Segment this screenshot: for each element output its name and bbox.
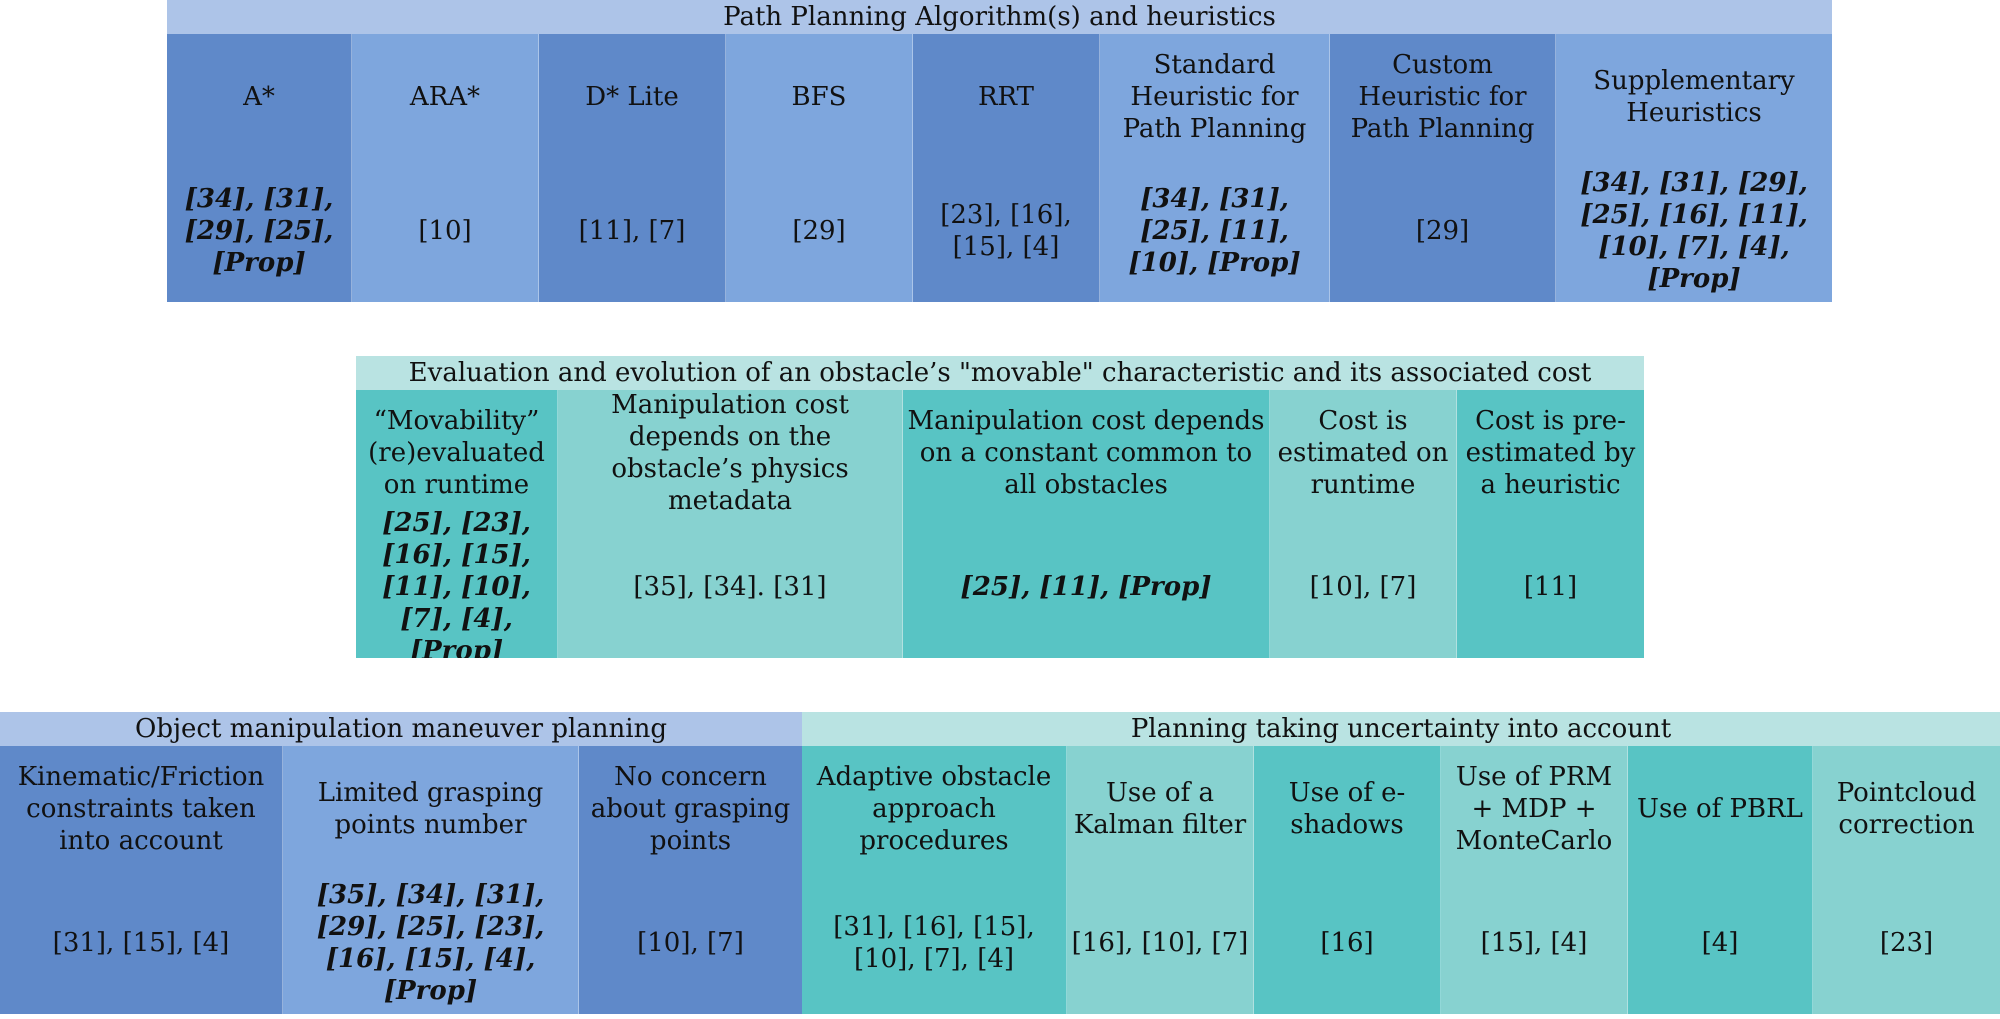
cell-title: D* Lite [585, 81, 679, 112]
table1-cell: RRT [23], [16], [15], [4] [913, 34, 1100, 302]
cell-refs: [10] [418, 215, 472, 246]
table3-cell: Limited grasping points number [35], [34… [283, 746, 579, 1014]
cell-title: Manipulation cost depends on the obstacl… [611, 390, 849, 516]
cell-title: BFS [791, 81, 847, 112]
cell-refs: [11] [1523, 571, 1578, 602]
cell-refs: [10], [7] [1309, 571, 1417, 602]
cell-refs: [15], [4] [1480, 927, 1588, 958]
manipulation-planning-header: Object manipulation maneuver planning [0, 712, 802, 746]
cell-refs: [23], [16], [15], [4] [940, 199, 1072, 262]
cell-refs: [31], [15], [4] [52, 927, 230, 958]
table1-cell: D* Lite [11], [7] [539, 34, 726, 302]
cell-refs: [34], [31], [29], [25], [16], [11], [10]… [1580, 167, 1808, 294]
table1-cell: ARA* [10] [352, 34, 539, 302]
cell-title: Pointcloud correction [1836, 777, 1977, 840]
cell-title: Standard Heuristic for Path Planning [1122, 49, 1307, 144]
cell-title: Adaptive obstacle approach procedures [816, 761, 1052, 856]
cell-refs: [34], [31], [29], [25], [Prop] [184, 183, 334, 278]
cell-refs: [23] [1879, 927, 1934, 958]
table4-cell: Use of PRM + MDP + MonteCarlo [15], [4] [1441, 746, 1628, 1014]
table3-cell: No concern about grasping points [10], [… [579, 746, 802, 1014]
table4-cell: Use of PBRL [4] [1628, 746, 1813, 1014]
table2-cell: Manipulation cost depends on a constant … [903, 390, 1270, 658]
uncertainty-planning-table: Planning taking uncertainty into account… [802, 712, 2000, 1014]
cell-title: Kinematic/Friction constraints taken int… [17, 761, 265, 856]
movable-cost-header: Evaluation and evolution of an obstacle’… [356, 356, 1644, 390]
cell-refs: [35], [34]. [31] [633, 571, 827, 602]
cell-refs: [4] [1701, 927, 1739, 958]
cell-refs: [25], [11], [Prop] [960, 571, 1212, 602]
table3-cell: Kinematic/Friction constraints taken int… [0, 746, 283, 1014]
cell-refs: [29] [1415, 215, 1470, 246]
cell-refs: [29] [792, 215, 846, 246]
cell-refs: [16] [1320, 927, 1374, 958]
cell-title: Cost is estimated on runtime [1277, 405, 1449, 500]
cell-title: A* [243, 81, 275, 112]
manipulation-planning-row: Kinematic/Friction constraints taken int… [0, 746, 802, 1014]
movable-cost-row: “Movability” (re)evaluated on runtime [2… [356, 390, 1644, 658]
cell-title: Use of e-shadows [1288, 777, 1406, 840]
table2-cell: Cost is estimated on runtime [10], [7] [1270, 390, 1457, 658]
cell-title: Supplementary Heuristics [1593, 65, 1795, 128]
manipulation-planning-table: Object manipulation maneuver planning Ki… [0, 712, 802, 1014]
table2-cell: Manipulation cost depends on the obstacl… [558, 390, 903, 658]
table1-cell: Custom Heuristic for Path Planning [29] [1330, 34, 1556, 302]
table4-cell: Use of e-shadows [16] [1254, 746, 1441, 1014]
cell-title: Manipulation cost depends on a constant … [907, 405, 1265, 500]
table1-cell: Supplementary Heuristics [34], [31], [29… [1556, 34, 1832, 302]
cell-refs: [16], [10], [7] [1071, 927, 1249, 958]
cell-title: Use of PRM + MDP + MonteCarlo [1455, 761, 1613, 856]
cell-refs: [25], [23], [16], [15], [11], [10], [7],… [382, 507, 531, 659]
uncertainty-planning-row: Adaptive obstacle approach procedures [3… [802, 746, 2000, 1014]
cell-title: RRT [977, 81, 1035, 112]
cell-title: Use of PBRL [1637, 793, 1803, 824]
cell-refs: [11], [7] [578, 215, 686, 246]
table4-cell: Pointcloud correction [23] [1813, 746, 2000, 1014]
cell-refs: [31], [16], [15], [10], [7], [4] [833, 911, 1035, 974]
cell-refs: [10], [7] [637, 927, 744, 958]
cell-title: Limited grasping points number [317, 777, 544, 840]
table2-cell: “Movability” (re)evaluated on runtime [2… [356, 390, 558, 658]
cell-refs: [34], [31], [25], [11], [10], [Prop] [1128, 183, 1301, 278]
cell-title: Custom Heuristic for Path Planning [1350, 49, 1535, 144]
table2-cell: Cost is pre-estimated by a heuristic [11… [1457, 390, 1644, 658]
path-planning-row: A* [34], [31], [29], [25], [Prop] ARA* [… [167, 34, 1832, 302]
cell-refs: [35], [34], [31], [29], [25], [23], [16]… [316, 879, 545, 1006]
table1-cell: BFS [29] [726, 34, 913, 302]
table4-cell: Use of a Kalman filter [16], [10], [7] [1067, 746, 1254, 1014]
cell-title: ARA* [409, 81, 481, 112]
table4-cell: Adaptive obstacle approach procedures [3… [802, 746, 1067, 1014]
uncertainty-planning-header: Planning taking uncertainty into account [802, 712, 2000, 746]
cell-title: No concern about grasping points [590, 761, 791, 856]
cell-title: “Movability” (re)evaluated on runtime [368, 405, 545, 500]
cell-title: Cost is pre-estimated by a heuristic [1465, 405, 1636, 500]
movable-cost-table: Evaluation and evolution of an obstacle’… [356, 356, 1644, 658]
path-planning-table: Path Planning Algorithm(s) and heuristic… [167, 0, 1832, 302]
cell-title: Use of a Kalman filter [1073, 777, 1247, 840]
table1-cell: A* [34], [31], [29], [25], [Prop] [167, 34, 352, 302]
table1-cell: Standard Heuristic for Path Planning [34… [1100, 34, 1330, 302]
path-planning-header: Path Planning Algorithm(s) and heuristic… [167, 0, 1832, 34]
